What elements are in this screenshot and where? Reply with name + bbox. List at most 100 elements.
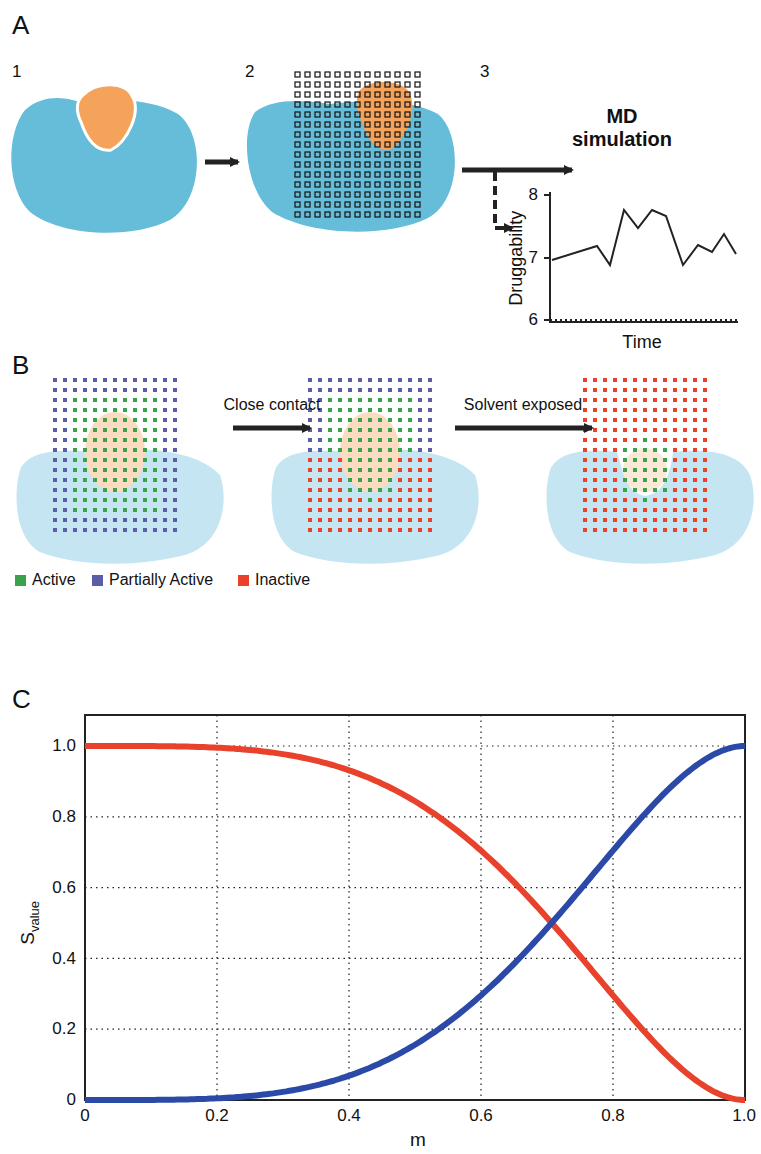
grid-point [378, 528, 382, 532]
grid-point [405, 72, 410, 77]
arrow-label: Close contact [224, 396, 321, 414]
grid-point [388, 498, 392, 502]
grid-point [143, 418, 147, 422]
grid-point [693, 398, 697, 402]
grid-point [305, 72, 310, 77]
grid-point [173, 478, 177, 482]
grid-point [318, 468, 322, 472]
grid-point [123, 468, 127, 472]
grid-point [153, 448, 157, 452]
grid-point [365, 172, 370, 177]
grid-point [325, 142, 330, 147]
grid-point [693, 408, 697, 412]
grid-point [325, 182, 330, 187]
grid-point [93, 508, 97, 512]
legend-item: Partially Active [92, 571, 213, 589]
ligand-shape [340, 412, 400, 492]
grid-point [305, 182, 310, 187]
grid-point [583, 498, 587, 502]
grid-point [365, 192, 370, 197]
ligand-shape [623, 448, 667, 492]
grid-point [663, 398, 667, 402]
grid-point [408, 458, 412, 462]
axis-symbol: S [17, 932, 38, 945]
grid-point [133, 468, 137, 472]
grid-point [295, 192, 300, 197]
grid-point [408, 388, 412, 392]
grid-point [143, 438, 147, 442]
grid-point [103, 458, 107, 462]
grid-point [673, 418, 677, 422]
grid-point [348, 458, 352, 462]
tick-label: 0 [67, 1090, 76, 1110]
grid-point [295, 92, 300, 97]
grid-point [338, 378, 342, 382]
grid-point [583, 528, 587, 532]
grid-point [375, 162, 380, 167]
grid-point [315, 162, 320, 167]
grid-point [703, 518, 707, 522]
grid-point [368, 378, 372, 382]
grid-point [348, 498, 352, 502]
grid-point [375, 72, 380, 77]
grid-point [673, 378, 677, 382]
grid-point [113, 448, 117, 452]
grid-point [395, 152, 400, 157]
grid-point [153, 378, 157, 382]
grid-point [308, 448, 312, 452]
grid-point [703, 468, 707, 472]
grid-point [428, 468, 432, 472]
grid-point [53, 448, 57, 452]
grid-point [663, 418, 667, 422]
grid-point [93, 528, 97, 532]
grid-point [415, 172, 420, 177]
grid-point [315, 182, 320, 187]
grid-point [325, 162, 330, 167]
grid-point [398, 468, 402, 472]
grid-point [335, 152, 340, 157]
grid-point [53, 528, 57, 532]
grid-point [415, 182, 420, 187]
grid-point [133, 408, 137, 412]
grid-point [133, 458, 137, 462]
grid-point [93, 468, 97, 472]
grid-point [123, 428, 127, 432]
grid-point [408, 448, 412, 452]
grid-point [163, 428, 167, 432]
grid-point [93, 498, 97, 502]
grid-point [388, 388, 392, 392]
legend-item: Active [15, 571, 76, 589]
grid-point [345, 142, 350, 147]
grid-point [73, 398, 77, 402]
tick-label: 0.2 [52, 1019, 76, 1039]
grid-point [405, 162, 410, 167]
grid-point [113, 378, 117, 382]
grid-point [653, 408, 657, 412]
grid-point [365, 182, 370, 187]
grid-point [603, 478, 607, 482]
grid-point [385, 212, 390, 217]
grid-point [673, 528, 677, 532]
grid-point [673, 408, 677, 412]
grid-point [133, 418, 137, 422]
legend-swatch [238, 575, 249, 586]
grid-point [673, 438, 677, 442]
grid-point [113, 418, 117, 422]
grid-point [295, 112, 300, 117]
grid-point [418, 408, 422, 412]
grid-point [348, 478, 352, 482]
grid-point [603, 458, 607, 462]
grid-point [83, 468, 87, 472]
protein-grid [247, 72, 455, 232]
grid-point [583, 388, 587, 392]
grid-point [395, 82, 400, 87]
grid-point [623, 518, 627, 522]
grid-panel [17, 378, 224, 564]
grid-point [683, 428, 687, 432]
grid-point [613, 488, 617, 492]
grid-point [103, 388, 107, 392]
grid-point [358, 468, 362, 472]
grid-point [123, 498, 127, 502]
grid-point [318, 528, 322, 532]
grid-point [388, 458, 392, 462]
